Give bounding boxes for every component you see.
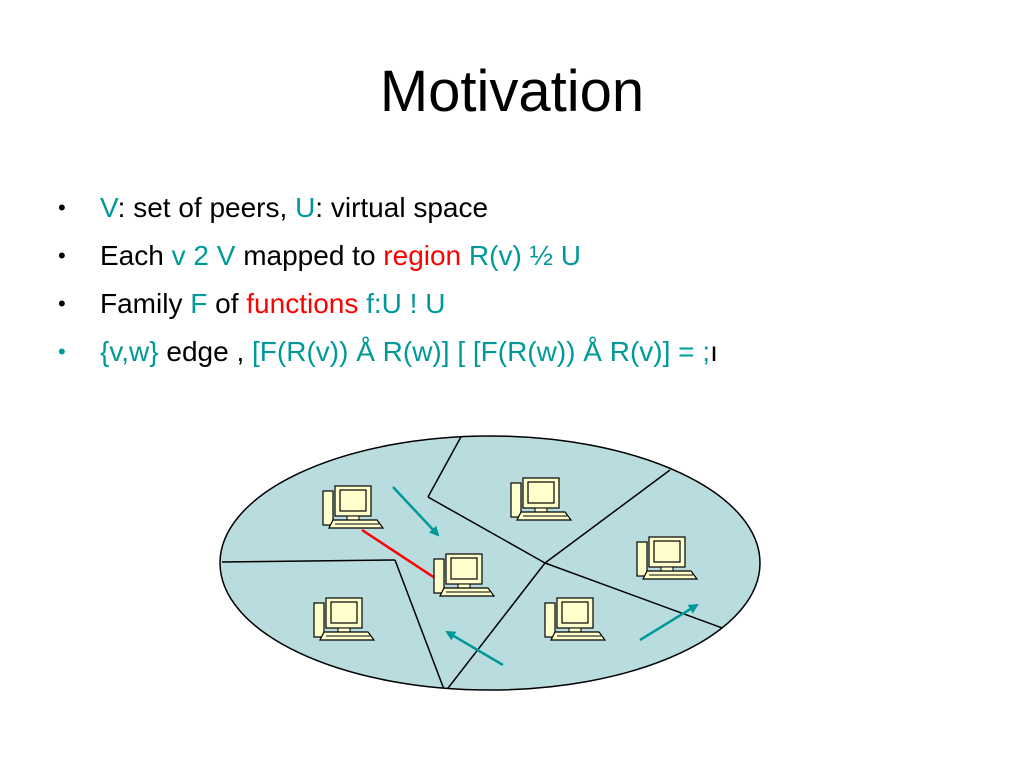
bullet-item: • {v,w} edge , [F(R(v)) Å R(w)] [ [F(R(w… xyxy=(58,330,978,378)
region-boundaries xyxy=(221,436,756,690)
bullet-icon: • xyxy=(58,243,66,268)
bullet-icon: • xyxy=(58,339,66,364)
bullet-segment: f:U ! U xyxy=(358,288,446,319)
bullet-segment: [F(R(v)) Å R(w)] [ [F(R(w)) Å R(v)] = ; xyxy=(252,336,711,367)
bullet-segment: Family xyxy=(100,288,191,319)
bullet-segment: edge , xyxy=(158,336,253,367)
region-boundary xyxy=(544,469,671,564)
bullet-segment: R(v) ½ U xyxy=(461,240,581,271)
mapping-arrows xyxy=(392,486,699,667)
bullet-item: • Family F of functions f:U ! U xyxy=(58,282,978,330)
mapping-arrow xyxy=(445,630,504,667)
bullet-segment: region xyxy=(383,240,462,271)
region-boundary xyxy=(544,562,756,641)
bullet-icon: • xyxy=(58,195,66,220)
bullet-segment: mapped to xyxy=(235,240,384,271)
bullet-segment: U xyxy=(295,192,316,223)
slide-title: Motivation xyxy=(379,59,645,124)
bullet-segment: ı xyxy=(710,336,718,367)
bullet-segment: {v,w} xyxy=(100,336,159,367)
bullet-segment: functions xyxy=(246,288,359,319)
region-boundary xyxy=(221,559,396,563)
bullet-item: • V: set of peers, U: virtual space xyxy=(58,186,978,234)
region-boundary xyxy=(394,559,446,690)
mapping-arrow xyxy=(639,603,699,642)
bullet-list: • V: set of peers, U: virtual space • Ea… xyxy=(58,186,978,378)
bullet-segment: V xyxy=(100,192,118,223)
bullet-segment: : virtual space xyxy=(315,192,489,223)
bullet-item: • Each v 2 V mapped to region R(v) ½ U xyxy=(58,234,978,282)
region-boundary xyxy=(427,496,546,564)
bullet-segment: v 2 V xyxy=(171,240,236,271)
bullet-segment: of xyxy=(207,288,247,319)
region-boundary xyxy=(427,436,463,498)
mapping-arrow xyxy=(392,486,440,537)
bullet-segment: : set of peers, xyxy=(117,192,296,223)
bullet-segment: Each xyxy=(100,240,172,271)
region-boundary xyxy=(444,562,546,690)
bullet-icon: • xyxy=(58,291,66,316)
peer-edge xyxy=(361,528,439,582)
bullet-segment: F xyxy=(190,288,208,319)
